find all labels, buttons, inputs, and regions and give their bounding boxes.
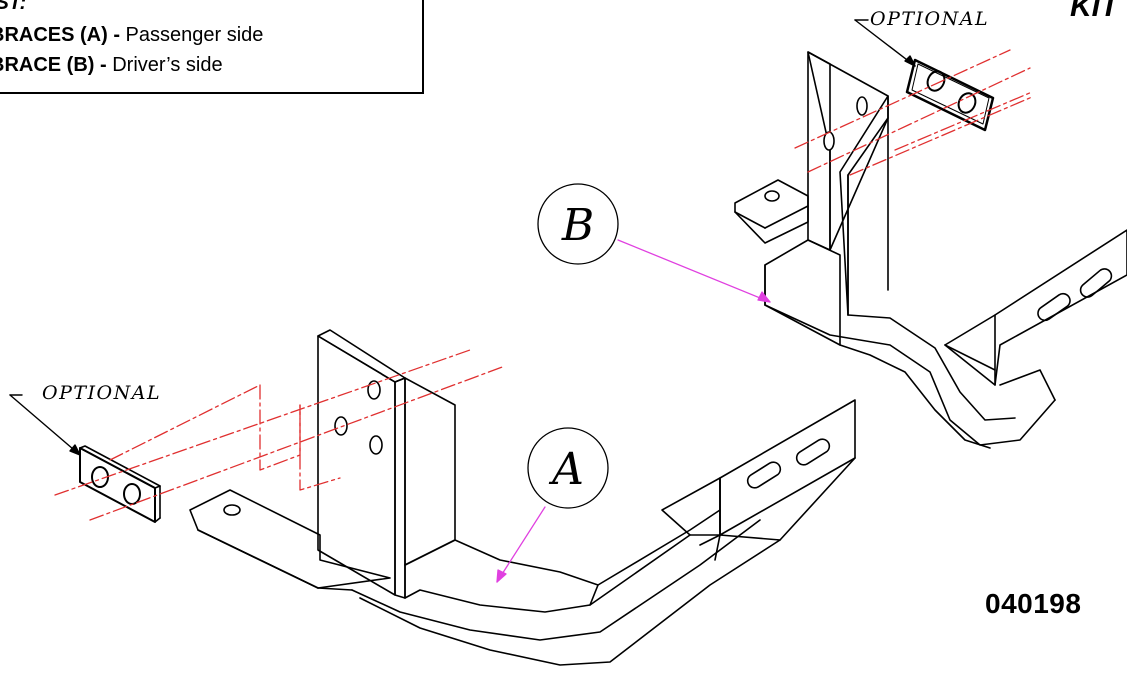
- leader-arrows: [496, 239, 771, 583]
- balloon-b: B: [537, 183, 619, 265]
- parts-list-heading: IST:: [0, 0, 27, 14]
- parts-list-item-name: BRACE (B) -: [0, 54, 107, 76]
- parts-list-item-desc: Passenger side: [120, 24, 264, 46]
- centerlines-top: [794, 49, 1033, 176]
- kit-label: KIT: [1070, 0, 1119, 23]
- optional-label-top: OPTIONAL: [870, 8, 990, 30]
- parts-list-item-b: BRACE (B) - Driver’s side: [0, 54, 223, 77]
- parts-list-item-a: BRACES (A) - Passenger side: [0, 24, 263, 47]
- drawing-number: 040198: [985, 588, 1082, 619]
- parts-list-item-name: BRACES (A) -: [0, 24, 120, 46]
- balloon-b-letter: B: [561, 200, 594, 251]
- optional-plate-left: [79, 445, 161, 523]
- parts-list-item-desc: Driver’s side: [106, 54, 223, 76]
- optional-label-left: OPTIONAL: [42, 382, 162, 404]
- balloon-a-letter: A: [548, 444, 584, 495]
- optional-arrows: [9, 19, 916, 456]
- optional-plate-top: [905, 58, 995, 132]
- centerlines-bottom: [54, 349, 506, 521]
- balloon-a: A: [527, 427, 609, 509]
- brace-b: [734, 51, 1127, 449]
- parts-list-box: IST: BRACES (A) - Passenger side BRACE (…: [0, 0, 424, 94]
